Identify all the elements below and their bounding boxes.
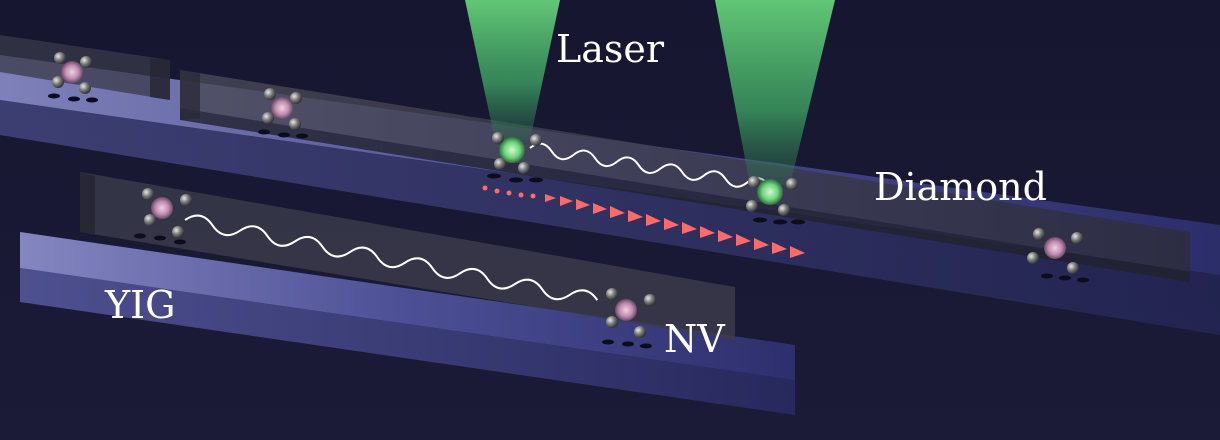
diamond-waveguide-front (80, 172, 735, 340)
photon-wave-upper (529, 142, 770, 188)
spin-wave-arrows (482, 185, 805, 258)
nv-label: NV (664, 317, 725, 361)
nv-center-molecule-icon (1027, 228, 1089, 283)
nv-center-molecule-icon (746, 176, 805, 225)
laser-label: Laser (556, 27, 665, 71)
nv-center-molecule-icon (48, 52, 98, 103)
front-yig-slab (20, 232, 795, 415)
laser-beam-left (465, 0, 560, 140)
yig-label: YIG (104, 283, 175, 327)
nv-center-molecule-icon (134, 188, 192, 245)
diamond-waveguide-main (180, 70, 1190, 282)
nv-center-molecule-icon (602, 288, 656, 349)
nv-center-molecule-icon (487, 132, 543, 183)
diamond-label: Diamond (874, 165, 1047, 209)
nv-center-molecule-icon (258, 88, 308, 139)
photon-wave-front (184, 214, 599, 301)
laser-beam-right (715, 0, 835, 185)
